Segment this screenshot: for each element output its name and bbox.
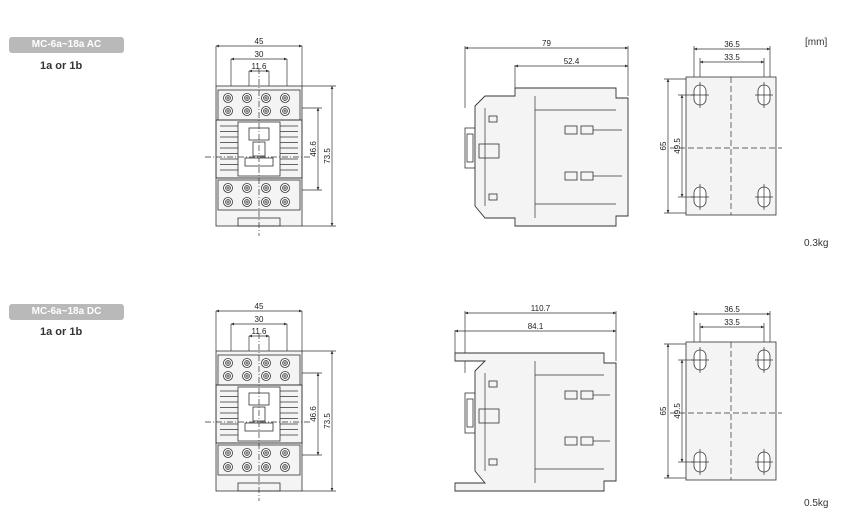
dim-height-inner: 46.6: [309, 406, 318, 422]
section-dc-drawing: 45 30 11.6 46.6 73.5 110.7 84.1 36.5 33.5 65 49.…: [205, 302, 782, 501]
label-window: [478, 408, 500, 424]
slot: [488, 115, 498, 123]
dim-depth-partial: 52.4: [564, 57, 580, 66]
weight-label-ac: 0.3kg: [804, 238, 829, 249]
terminal-slot: [564, 125, 578, 135]
dim-depth-total: 79: [542, 39, 551, 48]
contacts-label-dc: 1a or 1b: [40, 326, 83, 338]
dim-width-total: 45: [255, 37, 264, 46]
dim-depth-partial: 84.1: [528, 322, 544, 331]
dim-mount-width-outer: 36.5: [724, 305, 740, 314]
dim-height-total: 73.5: [323, 413, 332, 429]
slot: [488, 193, 498, 201]
front-view-ac: 45 30 11.6 46.6 73.5: [205, 37, 336, 236]
weight-label-dc: 0.5kg: [804, 498, 829, 509]
terminal-slot: [564, 436, 578, 446]
dim-mount-width-outer: 36.5: [724, 40, 740, 49]
side-body: [454, 352, 617, 492]
label-window: [478, 143, 500, 159]
dim-mount-width-inner: 33.5: [724, 53, 740, 62]
slot: [488, 380, 498, 388]
dim-mount-height-outer: 65: [659, 406, 668, 415]
model-badge-dc: MC-6a~18a DC: [9, 304, 124, 320]
dim-width-mid: 30: [255, 50, 264, 59]
side-view-ac: 79 52.4: [464, 39, 629, 227]
mount-view-dc: 36.5 33.5 65 49.5: [659, 305, 782, 481]
dim-width-mid: 30: [255, 315, 264, 324]
dim-width-inner: 11.6: [252, 62, 268, 71]
dim-height-inner: 46.6: [309, 141, 318, 157]
mount-view-ac: 36.5 33.5 65 49.5: [659, 40, 782, 216]
dim-mount-height-inner: 49.5: [673, 138, 682, 154]
terminal-slot: [564, 171, 578, 181]
section-ac-drawing: 45 30 11.6 46.6 73.5 79 52.4 36.5 33.5 65 49.5: [205, 37, 782, 236]
unit-label: [mm]: [805, 37, 828, 48]
slot: [488, 458, 498, 466]
dim-mount-height-outer: 65: [659, 141, 668, 150]
side-body: [474, 87, 629, 227]
dim-width-inner: 11.6: [252, 327, 268, 336]
dim-mount-height-inner: 49.5: [673, 403, 682, 419]
dim-height-total: 73.5: [323, 148, 332, 164]
front-view-dc: 45 30 11.6 46.6 73.5: [205, 302, 336, 501]
side-view-dc: 110.7 84.1: [454, 304, 617, 492]
dim-width-total: 45: [255, 302, 264, 311]
terminal-slot: [564, 390, 578, 400]
dim-depth-total: 110.7: [531, 304, 551, 313]
contacts-label-ac: 1a or 1b: [40, 60, 83, 72]
dim-mount-width-inner: 33.5: [724, 318, 740, 327]
model-badge-ac: MC-6a~18a AC: [9, 37, 124, 53]
